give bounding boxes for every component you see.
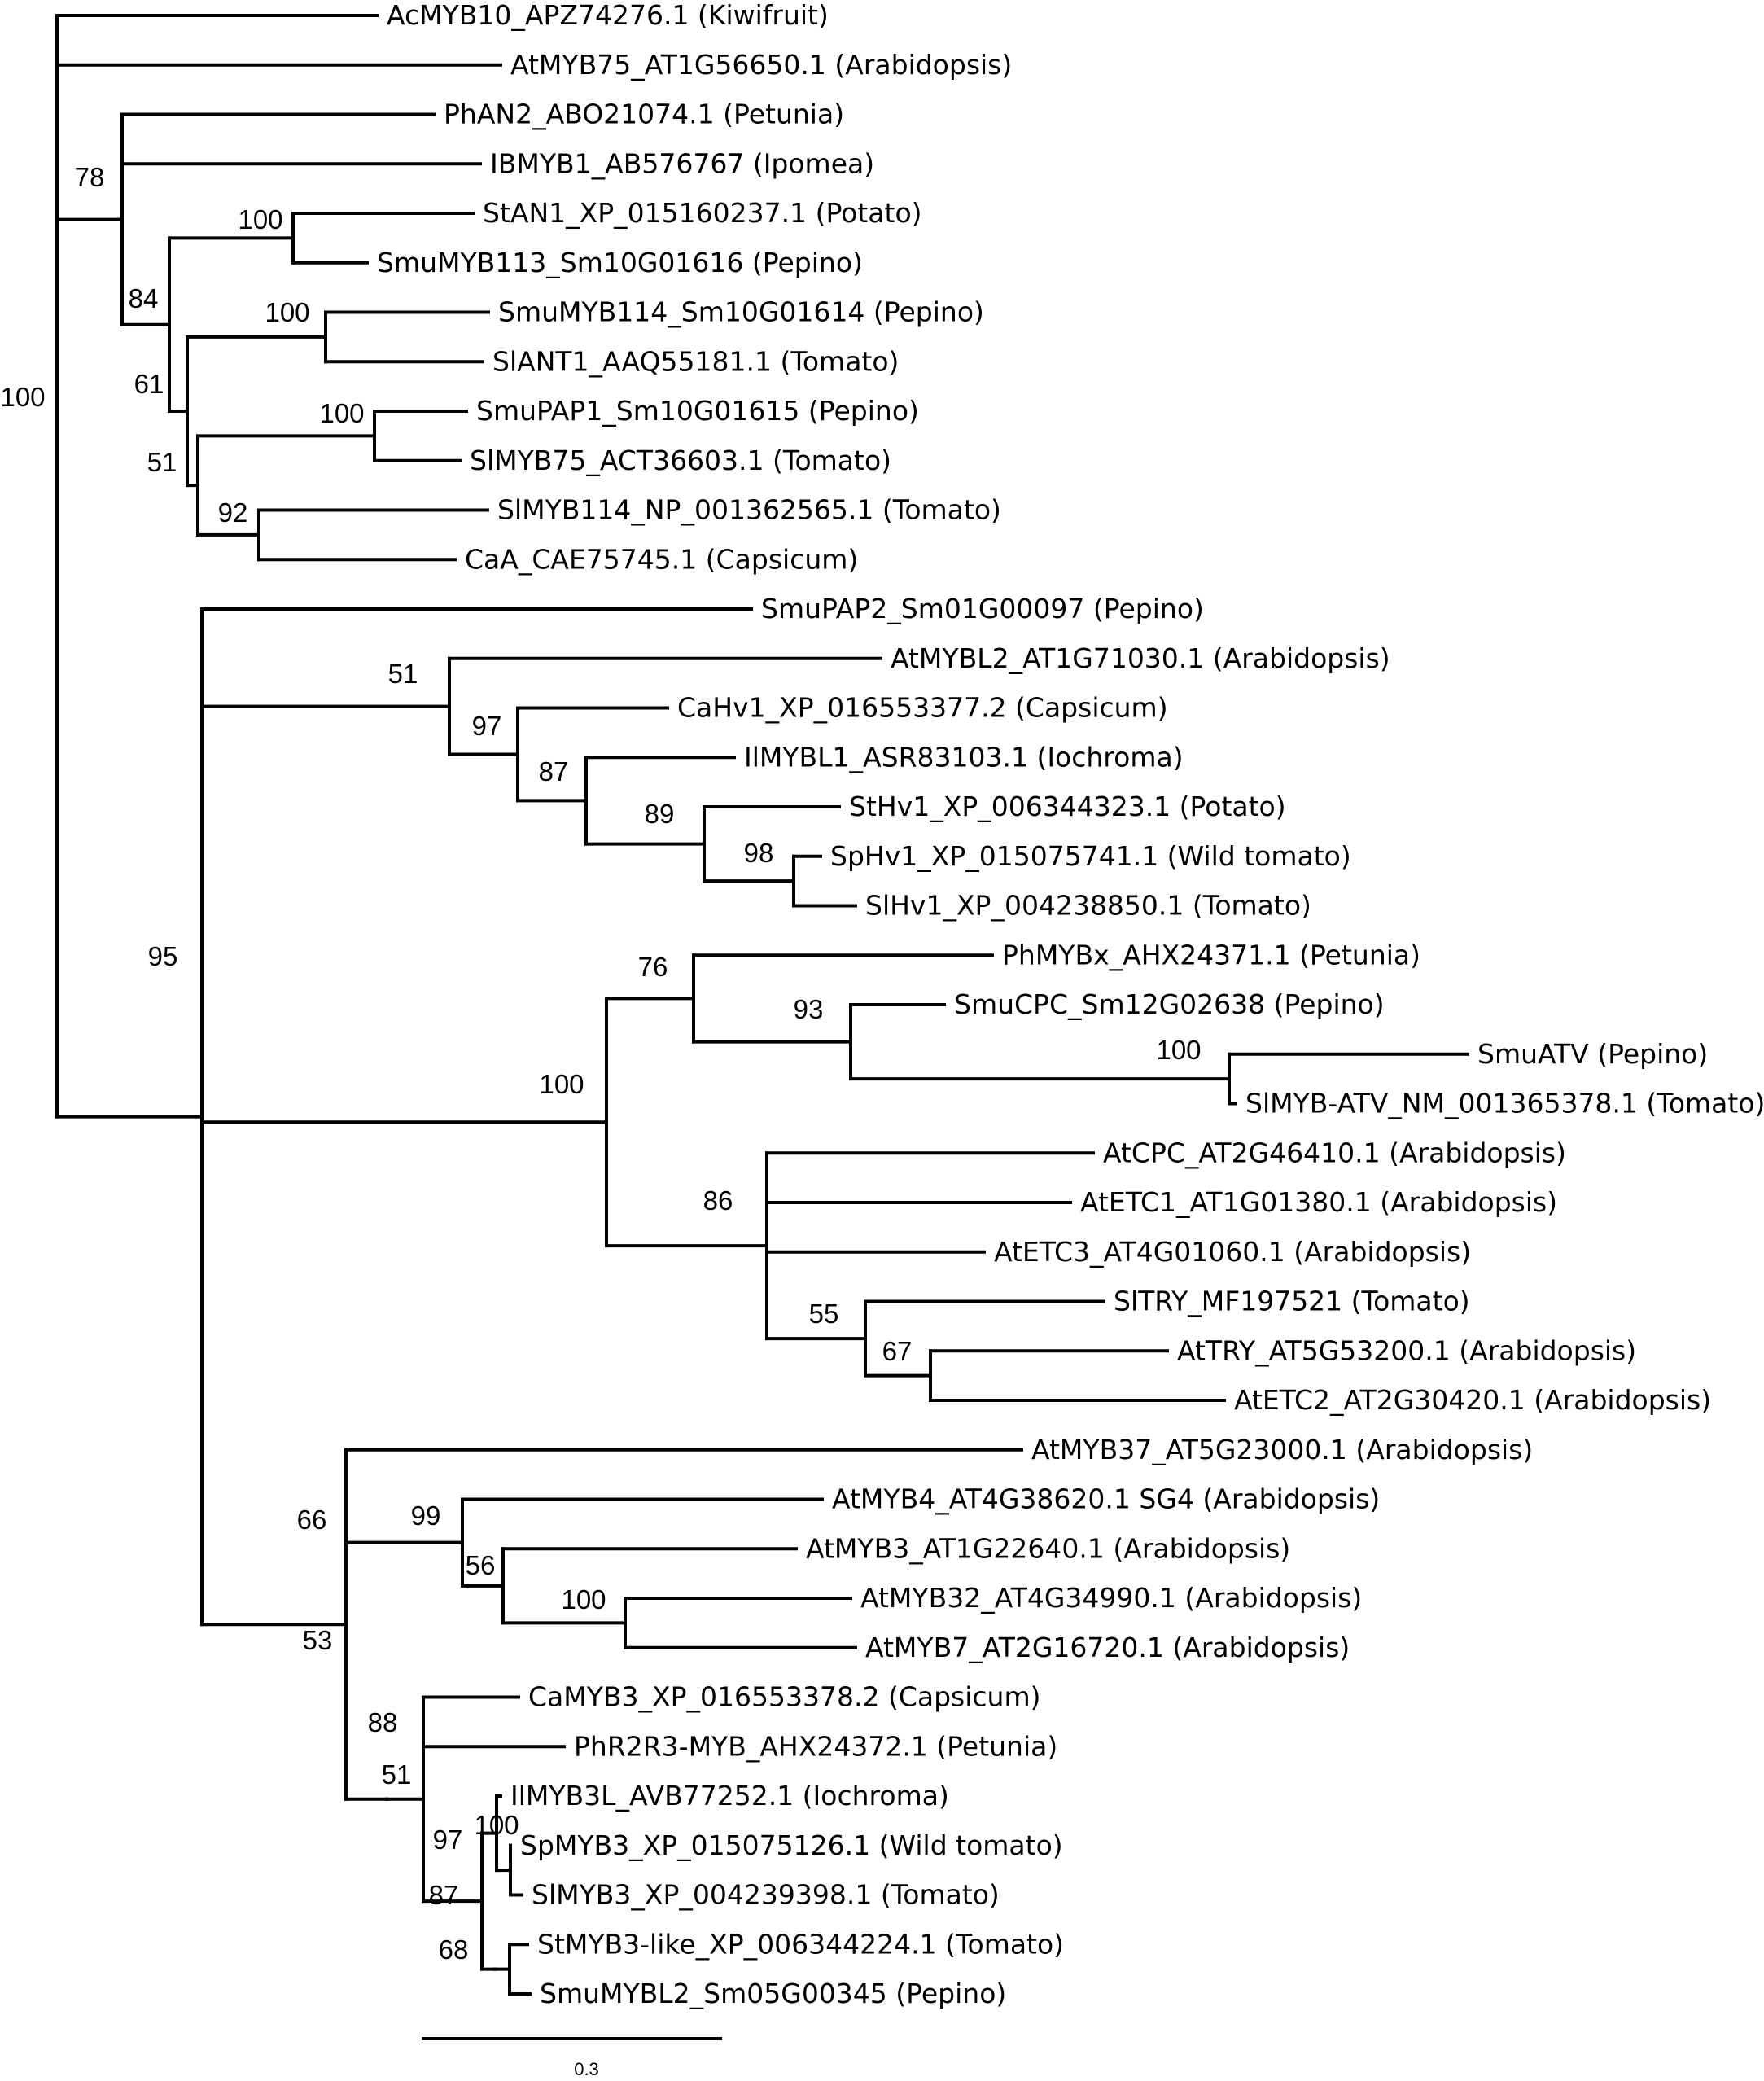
- leaf-label: PhMYBx_AHX24371.1 (Petunia): [1002, 939, 1420, 970]
- leaf-label: CaHv1_XP_016553377.2 (Capsicum): [677, 692, 1168, 724]
- bootstrap-label: 100: [319, 398, 364, 428]
- bootstrap-label: 100: [561, 1584, 606, 1614]
- scale-bar-label: 0.3: [574, 2059, 599, 2079]
- leaf-label: IlMYB3L_AVB77252.1 (Iochroma): [510, 1780, 949, 1812]
- bootstrap-label: 78: [75, 162, 105, 192]
- bootstrap-label: 87: [429, 1880, 459, 1910]
- leaf-label: AcMYB10_APZ74276.1 (Kiwifruit): [387, 0, 829, 31]
- bootstrap-label: 68: [439, 1934, 469, 1965]
- bootstrap-label: 100: [0, 382, 45, 412]
- bootstrap-label: 53: [303, 1625, 333, 1655]
- bootstrap-label: 89: [645, 799, 675, 829]
- bootstrap-label: 55: [809, 1299, 839, 1329]
- leaf-label: AtMYB3_AT1G22640.1 (Arabidopsis): [806, 1532, 1290, 1564]
- bootstrap-label: 87: [539, 756, 569, 786]
- leaf-label: AtETC1_AT1G01380.1 (Arabidopsis): [1080, 1186, 1557, 1218]
- leaf-label: SlTRY_MF197521 (Tomato): [1114, 1286, 1470, 1317]
- leaf-label: PhR2R3-MYB_AHX24372.1 (Petunia): [574, 1730, 1057, 1762]
- bootstrap-label: 97: [433, 1825, 463, 1855]
- leaf-label: SmuMYB113_Sm10G01616 (Pepino): [377, 247, 863, 278]
- bootstrap-label: 93: [794, 994, 824, 1024]
- bootstrap-label: 61: [134, 369, 164, 399]
- leaf-label: SlHv1_XP_004238850.1 (Tomato): [865, 890, 1311, 922]
- leaf-label: SlMYB-ATV_NM_001365378.1 (Tomato): [1245, 1088, 1764, 1119]
- leaf-label: AtETC2_AT2G30420.1 (Arabidopsis): [1234, 1384, 1711, 1416]
- bootstrap-label: 100: [265, 297, 309, 327]
- leaf-label: AtMYB4_AT4G38620.1 SG4 (Arabidopsis): [832, 1483, 1380, 1515]
- leaf-label: SpMYB3_XP_015075126.1 (Wild tomato): [520, 1829, 1063, 1861]
- leaf-label: AtMYB75_AT1G56650.1 (Arabidopsis): [510, 49, 1012, 81]
- bootstrap-label: 100: [238, 204, 282, 234]
- bootstrap-label: 100: [1156, 1035, 1201, 1065]
- bootstrap-label: 98: [744, 838, 774, 868]
- leaf-label: SmuPAP2_Sm01G00097 (Pepino): [761, 593, 1204, 624]
- bootstrap-label: 56: [466, 1550, 496, 1580]
- bootstrap-label: 51: [388, 659, 418, 689]
- leaf-label: AtMYB7_AT2G16720.1 (Arabidopsis): [865, 1632, 1350, 1663]
- bootstrap-label: 95: [148, 941, 178, 971]
- bootstrap-label: 86: [703, 1185, 733, 1216]
- bootstrap-label: 67: [882, 1336, 913, 1366]
- bootstrap-label: 97: [472, 711, 502, 741]
- bootstrap-label: 76: [638, 952, 668, 982]
- leaf-label: AtMYB32_AT4G34990.1 (Arabidopsis): [860, 1582, 1362, 1614]
- leaf-label: IlMYBL1_ASR83103.1 (Iochroma): [744, 741, 1184, 773]
- bootstrap-label: 51: [147, 447, 177, 477]
- leaf-label: SlMYB114_NP_001362565.1 (Tomato): [497, 494, 1001, 526]
- leaf-label: AtCPC_AT2G46410.1 (Arabidopsis): [1103, 1137, 1566, 1168]
- bootstrap-label: 88: [368, 1707, 398, 1737]
- bootstrap-label: 51: [382, 1759, 412, 1790]
- leaf-label: PhAN2_ABO21074.1 (Petunia): [444, 99, 844, 130]
- leaf-label: CaA_CAE75745.1 (Capsicum): [465, 543, 858, 575]
- leaf-label: SpHv1_XP_015075741.1 (Wild tomato): [830, 840, 1351, 872]
- bootstrap-label: 92: [218, 497, 248, 528]
- bootstrap-label: 99: [411, 1501, 441, 1531]
- bootstrap-label: 66: [297, 1505, 327, 1535]
- leaf-label: SmuATV (Pepino): [1477, 1038, 1708, 1070]
- leaf-label: SmuCPC_Sm12G02638 (Pepino): [954, 988, 1385, 1020]
- leaf-label: SmuMYBL2_Sm05G00345 (Pepino): [540, 1978, 1006, 2009]
- leaf-label: SlANT1_AAQ55181.1 (Tomato): [492, 345, 899, 377]
- leaf-label: AtETC3_AT4G01060.1 (Arabidopsis): [994, 1236, 1471, 1268]
- leaf-label: StHv1_XP_006344323.1 (Potato): [849, 791, 1286, 822]
- leaf-label: CaMYB3_XP_016553378.2 (Capsicum): [528, 1681, 1041, 1713]
- leaf-label: StMYB3-like_XP_006344224.1 (Tomato): [537, 1928, 1064, 1960]
- leaf-label: SmuPAP1_Sm10G01615 (Pepino): [476, 395, 919, 427]
- leaf-label: SmuMYB114_Sm10G01614 (Pepino): [498, 296, 984, 328]
- bootstrap-label: 100: [539, 1069, 584, 1099]
- leaf-label: AtTRY_AT5G53200.1 (Arabidopsis): [1177, 1334, 1636, 1366]
- leaf-label: AtMYBL2_AT1G71030.1 (Arabidopsis): [891, 642, 1390, 674]
- leaf-label: IBMYB1_AB576767 (Ipomea): [490, 147, 874, 179]
- leaf-label: SlMYB3_XP_004239398.1 (Tomato): [532, 1879, 1000, 1911]
- bootstrap-label: 84: [129, 283, 159, 313]
- leaf-label: SlMYB75_ACT36603.1 (Tomato): [470, 445, 891, 476]
- leaf-label: AtMYB37_AT5G23000.1 (Arabidopsis): [1031, 1434, 1533, 1465]
- leaf-label: StAN1_XP_015160237.1 (Potato): [483, 197, 922, 229]
